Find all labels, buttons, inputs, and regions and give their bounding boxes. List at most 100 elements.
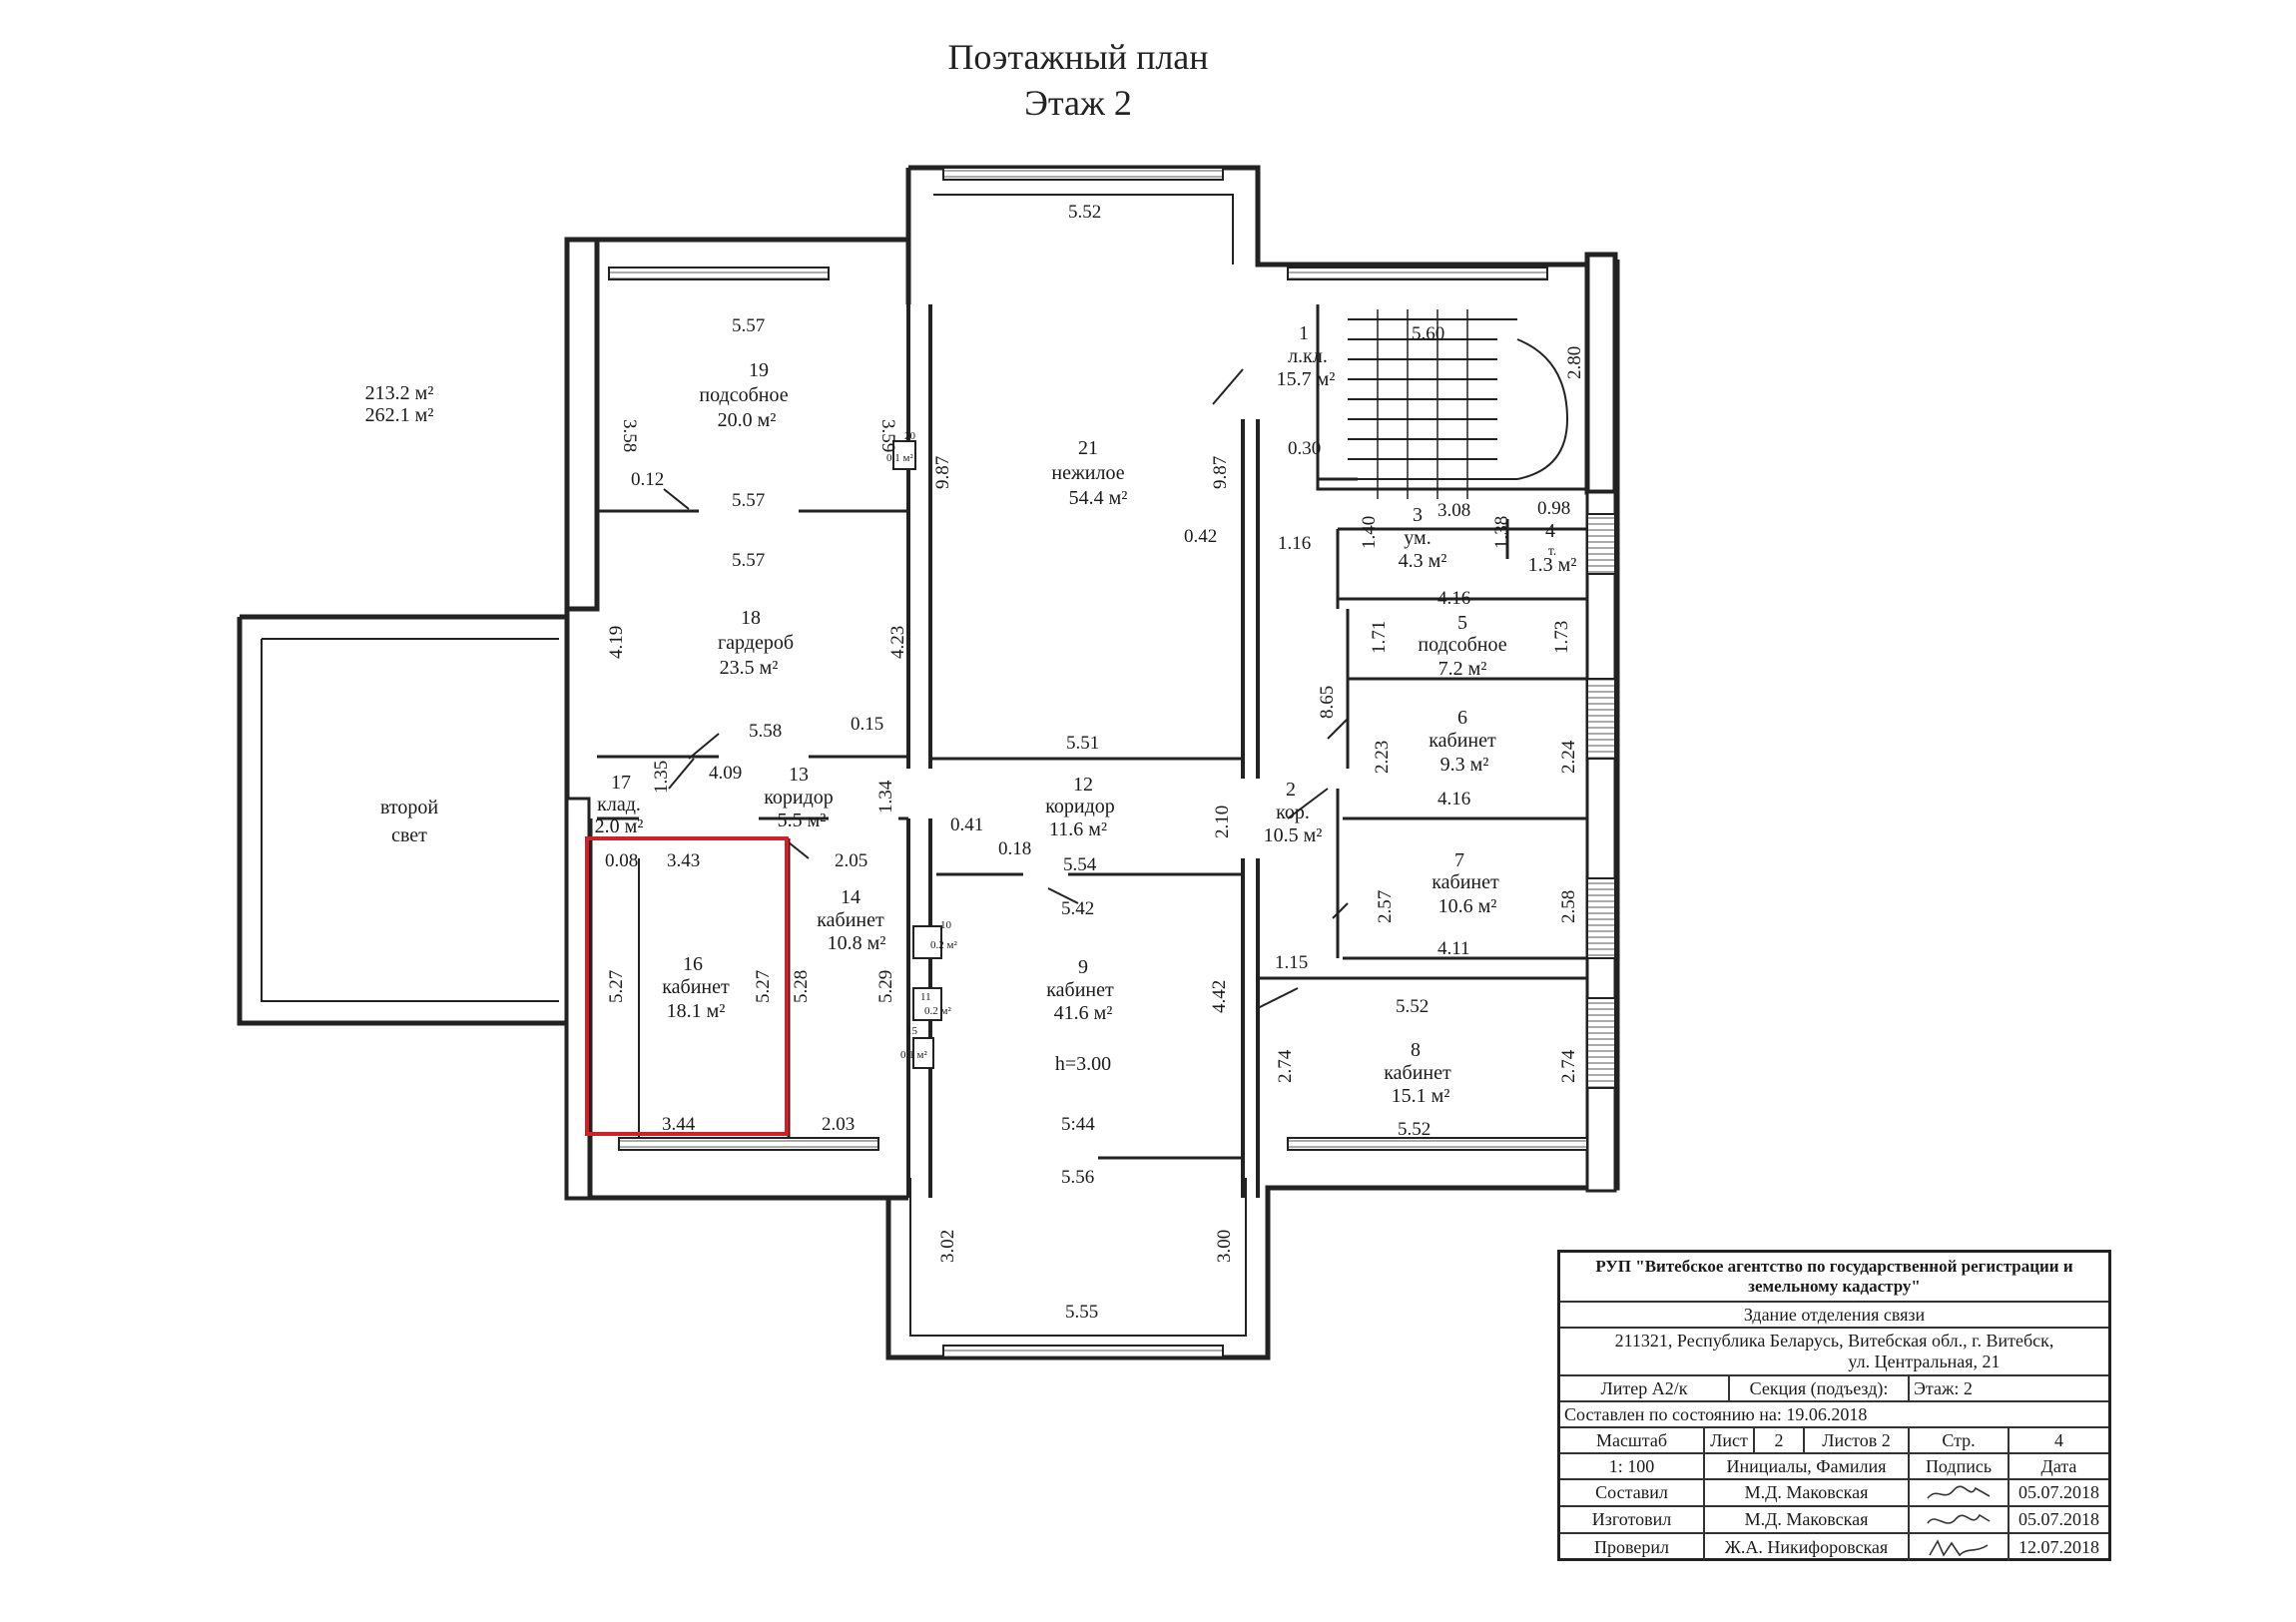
dim-8-65: 8.65 [1317, 686, 1338, 719]
stamp-compiled: Составлен по состоянию на: 19.06.2018 [1564, 1403, 1868, 1424]
stamp-liter: Литер А2/к [1560, 1376, 1730, 1400]
second-light-line1: второй [380, 797, 438, 818]
window-marks [608, 167, 1616, 1358]
room-6-area: 9.3 м² [1440, 754, 1489, 776]
plan-title: Поэтажный план [947, 37, 1209, 77]
dim-1-16: 1.16 [1278, 533, 1311, 554]
dim-9-87-b: 9.87 [1210, 456, 1231, 489]
dim-3-58: 3.58 [619, 419, 640, 452]
room-4-name: т. [1548, 544, 1557, 559]
room-7-area: 10.6 м² [1438, 895, 1497, 917]
room-12-name: коридор [1045, 796, 1115, 817]
room-16-number: 16 [683, 953, 703, 975]
dim-3-59: 3.59 [877, 419, 898, 452]
stamp-h-date: Дата [2040, 1455, 2077, 1476]
stamp-scale: 1: 100 [1560, 1454, 1705, 1478]
dim-4-23: 4.23 [887, 626, 908, 659]
room-14-name: кабинет [817, 909, 884, 931]
dim-3-08: 3.08 [1437, 500, 1470, 521]
stamp-h-page: Стр. [1910, 1428, 2009, 1452]
room-20-area: 0.1 м² [886, 452, 913, 464]
room-20-number: 20 [904, 430, 916, 442]
room-3-area: 4.3 м² [1399, 550, 1447, 572]
dim-1-73: 1.73 [1551, 621, 1572, 654]
dim-0-30: 0.30 [1288, 438, 1321, 459]
dim-2-03: 2.03 [822, 1114, 855, 1135]
room-4-number: 4 [1545, 520, 1555, 542]
dim-5-28: 5.28 [791, 970, 812, 1003]
dim-2-80: 2.80 [1564, 346, 1585, 379]
room-3-number: 3 [1413, 504, 1423, 526]
dim-0-18: 0.18 [998, 838, 1031, 859]
dim-2-57: 2.57 [1375, 890, 1396, 923]
room-5-area: 7.2 м² [1438, 658, 1487, 680]
dim-0-41: 0.41 [950, 814, 983, 835]
stamp-name1: М.Д. Маковская [1705, 1480, 1910, 1505]
total-area-2: 262.1 м² [365, 404, 434, 426]
dim-0-98: 0.98 [1537, 498, 1570, 519]
room-11-area: 0.2 м² [924, 1005, 951, 1017]
stamp-address2: ул. Центральная, 21 [1848, 1352, 2001, 1371]
dim-1-40: 1.40 [1359, 516, 1380, 549]
dim-2-74-b: 2.74 [1558, 1049, 1579, 1083]
dim-4-16-b: 4.16 [1437, 789, 1470, 810]
room-10-number: 10 [940, 919, 952, 931]
dim-2-23: 2.23 [1372, 741, 1393, 774]
dim-1-34: 1.34 [875, 780, 896, 813]
dim-4-19: 4.19 [606, 626, 627, 659]
dim-0-42: 0.42 [1184, 526, 1217, 547]
dim-0-15: 0.15 [851, 714, 883, 735]
room-9-area: 41.6 м² [1054, 1002, 1113, 1024]
dim-5-57-a: 5.57 [732, 315, 765, 336]
stamp-signature2 [1910, 1507, 2009, 1532]
stamp-h-sheet-num: 2 [1755, 1428, 1805, 1452]
stamp-signature1 [1910, 1480, 2009, 1505]
room-12-number: 12 [1073, 774, 1093, 796]
room-1-name: л.кл. [1288, 345, 1328, 367]
dim-4-09: 4.09 [709, 763, 742, 784]
room-11-number: 11 [920, 991, 931, 1003]
room-6-name: кабинет [1429, 730, 1496, 752]
stamp-h-sheets: Листов 2 [1805, 1428, 1910, 1452]
dim-5-42: 5.42 [1061, 898, 1094, 919]
dim-1-71: 1.71 [1369, 621, 1390, 654]
stamp-h-page-num: 4 [2054, 1429, 2063, 1450]
dim-3-02: 3.02 [937, 1230, 958, 1263]
room-17-name: клад. [597, 794, 641, 815]
room-9-height: h=3.00 [1055, 1053, 1111, 1075]
dim-1-15: 1.15 [1275, 952, 1308, 973]
dim-5-29: 5.29 [875, 970, 896, 1003]
dim-5-27-a: 5.27 [606, 970, 627, 1003]
dim-5-27-b: 5.27 [753, 970, 774, 1003]
small-cabinets [892, 440, 942, 1069]
stamp-role2: Изготовил [1560, 1507, 1705, 1532]
room-13-name: коридор [764, 787, 834, 809]
room-9-number: 9 [1078, 956, 1088, 978]
room-7-number: 7 [1454, 849, 1464, 871]
room-16-area: 18.1 м² [667, 1000, 726, 1022]
room-9-name: кабинет [1046, 979, 1114, 1001]
dim-5-54: 5.54 [1063, 854, 1097, 875]
dim-5-52-top: 5.52 [1068, 202, 1101, 223]
stamp-role1: Составил [1560, 1480, 1705, 1505]
dim-2-24: 2.24 [1558, 740, 1579, 774]
stamp-name3: Ж.А. Никифоровская [1705, 1534, 1910, 1561]
door-swings [663, 368, 1349, 1009]
dim-4-16-a: 4.16 [1437, 588, 1470, 609]
room-7-name: кабинет [1432, 871, 1499, 893]
stamp-signature3 [1910, 1534, 2009, 1561]
stamp-section: Секция (подъезд): [1730, 1376, 1910, 1400]
room-15-number: 15 [906, 1025, 918, 1037]
room-8-area: 15.1 м² [1392, 1085, 1450, 1107]
stamp-h-sign: Подпись [1910, 1454, 2009, 1478]
stair-flight [1316, 304, 1587, 499]
dim-5-60: 5.60 [1412, 323, 1444, 344]
room-19-number: 19 [749, 359, 769, 381]
dim-2-05: 2.05 [835, 850, 867, 871]
dim-9-87-a: 9.87 [932, 456, 953, 489]
stamp-date3: 12.07.2018 [2018, 1537, 2099, 1557]
room-2-area: 10.5 м² [1264, 824, 1323, 846]
dim-5-58: 5.58 [749, 721, 782, 742]
room-18-area: 23.5 м² [720, 657, 779, 679]
dim-5-44: 5:44 [1061, 1114, 1095, 1135]
